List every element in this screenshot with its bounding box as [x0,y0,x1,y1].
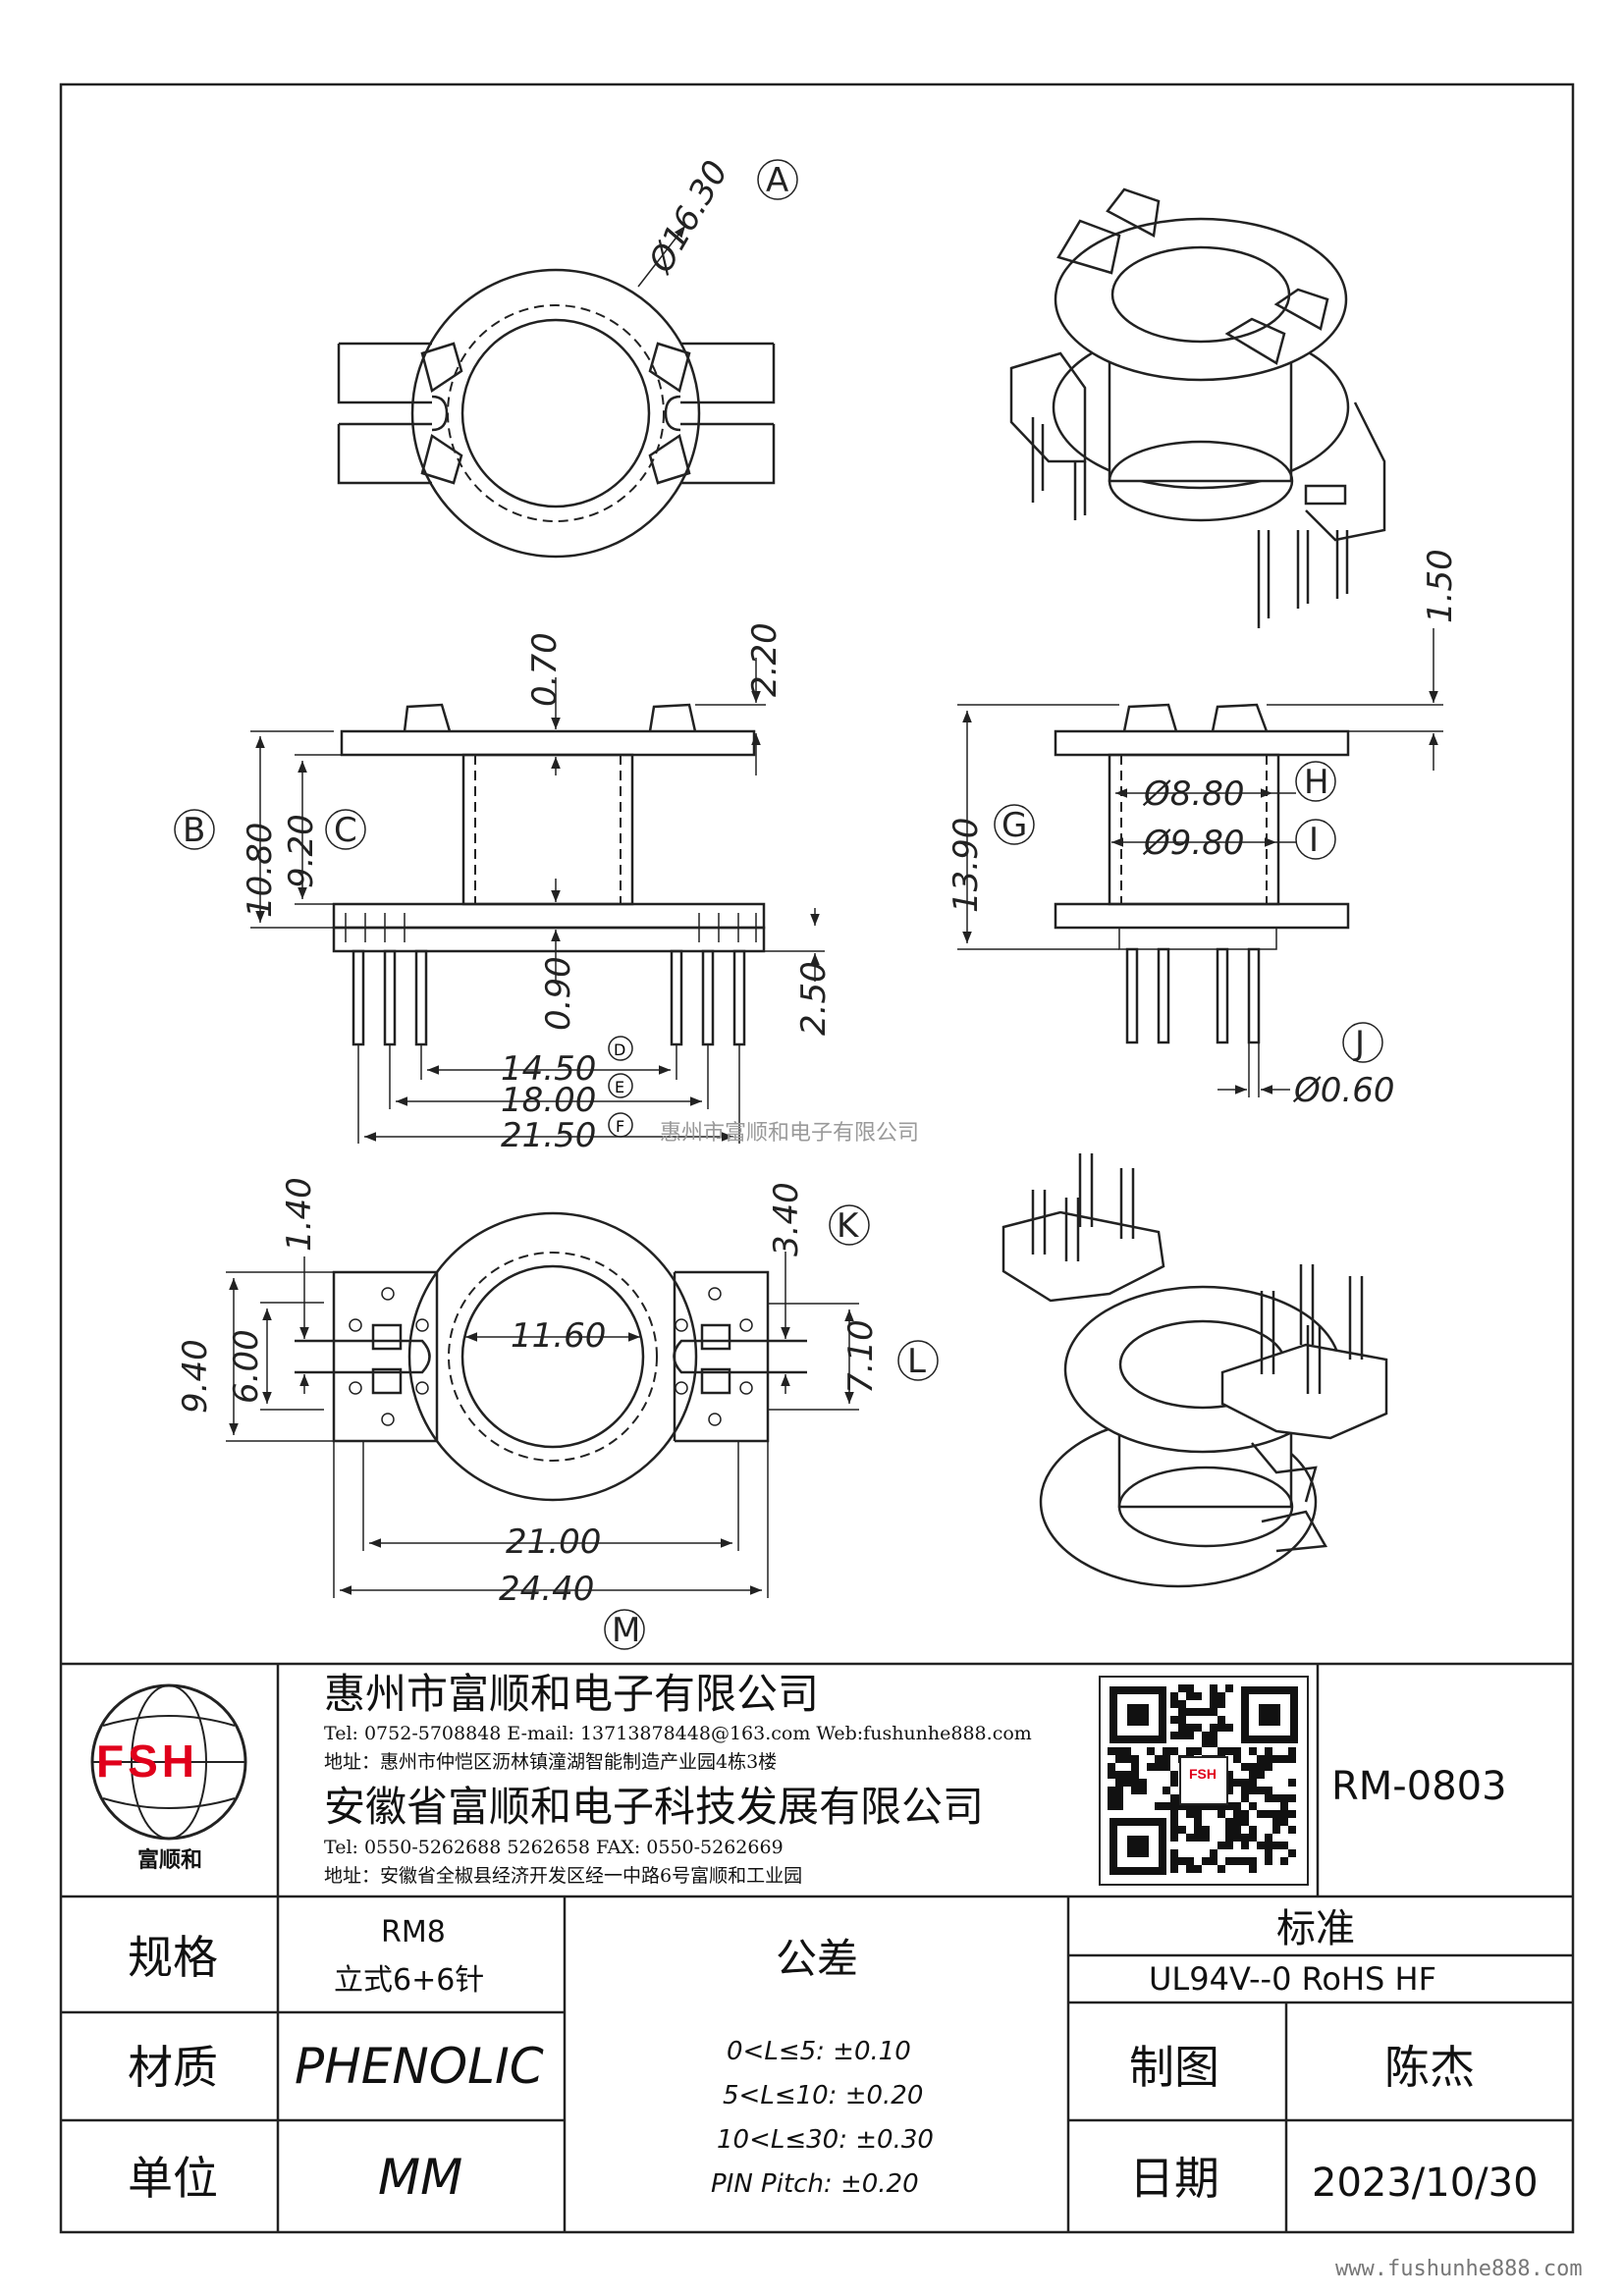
view-g-side: 13.90 G 1.50 Ø8.80 H Ø9.80 I Ø0.60 J [947,549,1460,1110]
bore-hidden-line [447,304,665,522]
dim-11-60: 11.60 [511,1316,606,1356]
dim-2-20: 2.20 [745,622,784,697]
footer-url: www.fushunhe888.com [1335,2257,1583,2281]
dim-21-50: 21.50 [501,1116,596,1155]
view-label-k: K [837,1206,860,1246]
spec-value-2: 立式6+6针 [334,1963,484,1998]
view-b-front: 10.80 9.20 B C 0.70 2.20 0.90 2.50 14.50… [174,622,834,1155]
dim-13-90: 13.90 [947,818,986,913]
dim-dia-8-80: Ø8.80 [1142,774,1244,814]
drawn-by-value: 陈杰 [1384,2041,1475,2094]
dim-7-10: 7.10 [841,1319,881,1394]
view-k-bottom: 9.40 6.00 1.40 3.40 K 7.10 L 11.60 21.00… [176,1177,939,1650]
part-number: RM-0803 [1331,1764,1507,1809]
view-label-d: D [614,1041,625,1059]
company1-name: 惠州市富顺和电子有限公司 [324,1670,819,1718]
spec-value-1: RM8 [381,1915,446,1949]
tolerance-range-1: 0<L≤5: ±0.10 [727,2037,911,2066]
qr-code: FSH [1099,1676,1309,1886]
drawn-by-label: 制图 [1129,2041,1219,2094]
company2-contact: Tel: 0550-5262688 5262658 FAX: 0550-5262… [324,1837,784,1858]
dim-dia-16-30: Ø16.30 [640,154,736,281]
view-a-top: Ø16.30 A [337,154,798,559]
view-label-j: J [1353,1024,1365,1063]
view-label-i: I [1309,821,1319,860]
dim-9-40: 9.40 [176,1339,215,1414]
dim-18-00: 18.00 [501,1081,596,1120]
company2-address: 地址：安徽省全椒县经济开发区经一中路6号富顺和工业园 [324,1865,802,1887]
view-label-e: E [615,1078,624,1096]
flange-outline [410,268,701,559]
view-label-f: F [616,1117,624,1136]
standard-label: 标准 [1276,1906,1355,1951]
dim-3-40: 3.40 [767,1182,806,1256]
dim-dia-0-60: Ø0.60 [1292,1071,1394,1110]
dim-24-40: 24.40 [499,1570,594,1609]
company1-contact: Tel: 0752-5708848 E-mail: 13713878448@16… [324,1723,1032,1744]
dim-0-70: 0.70 [525,632,565,707]
dim-dia-9-80: Ø9.80 [1142,824,1244,863]
company-logo: FSH 富顺和 [90,1683,247,1873]
view-label-a: A [766,161,788,200]
company2-name: 安徽省富顺和电子科技发展有限公司 [324,1783,984,1831]
material-label: 材质 [128,2041,218,2094]
unit-label: 单位 [128,2152,218,2205]
standard-value: UL94V--0 RoHS HF [1149,1960,1436,1998]
title-block: FSH 富顺和 惠州市富顺和电子有限公司 Tel: 0752-5708848 E… [61,1662,1573,2232]
dim-21-00: 21.00 [506,1522,601,1562]
unit-value: MM [378,2149,462,2206]
material-value: PHENOLIC [295,2038,544,2095]
tolerance-range-3: 10<L≤30: ±0.30 [717,2125,934,2155]
dim-6-00: 6.00 [227,1329,266,1404]
dim-1-50: 1.50 [1421,549,1460,623]
dim-14-50: 14.50 [501,1049,596,1089]
view-label-m: M [612,1611,640,1650]
view-label-g: G [1001,806,1027,845]
company1-address: 地址：惠州市仲恺区沥林镇潼湖智能制造产业园4栋3楼 [324,1751,777,1773]
spec-label: 规格 [128,1931,218,1984]
view-label-c: C [334,811,357,850]
tolerance-label: 公差 [776,1935,858,1983]
bobbin-bore [460,318,651,508]
watermark: 惠州市富顺和电子有限公司 [660,1121,919,1146]
dim-10-80: 10.80 [241,823,280,918]
tolerance-range-2: 5<L≤10: ±0.20 [723,2081,923,2110]
view-label-b: B [183,811,205,850]
qr-logo: FSH [1189,1766,1217,1782]
logo-text: FSH [96,1735,198,1787]
view-label-h: H [1304,763,1329,802]
tolerance-pin-pitch: PIN Pitch: ±0.20 [711,2169,919,2199]
view-iso-top [1009,187,1386,628]
dim-2-50: 2.50 [794,961,834,1036]
dim-0-90: 0.90 [539,956,578,1031]
date-label: 日期 [1129,2152,1219,2205]
dim-9-20: 9.20 [282,814,321,888]
logo-name: 富顺和 [137,1847,202,1873]
dim-1-40: 1.40 [280,1177,319,1252]
view-label-l: L [907,1342,926,1381]
date-value: 2023/10/30 [1312,2161,1539,2206]
sheet-border [59,82,1575,2234]
view-iso-bottom [1001,1153,1388,1588]
